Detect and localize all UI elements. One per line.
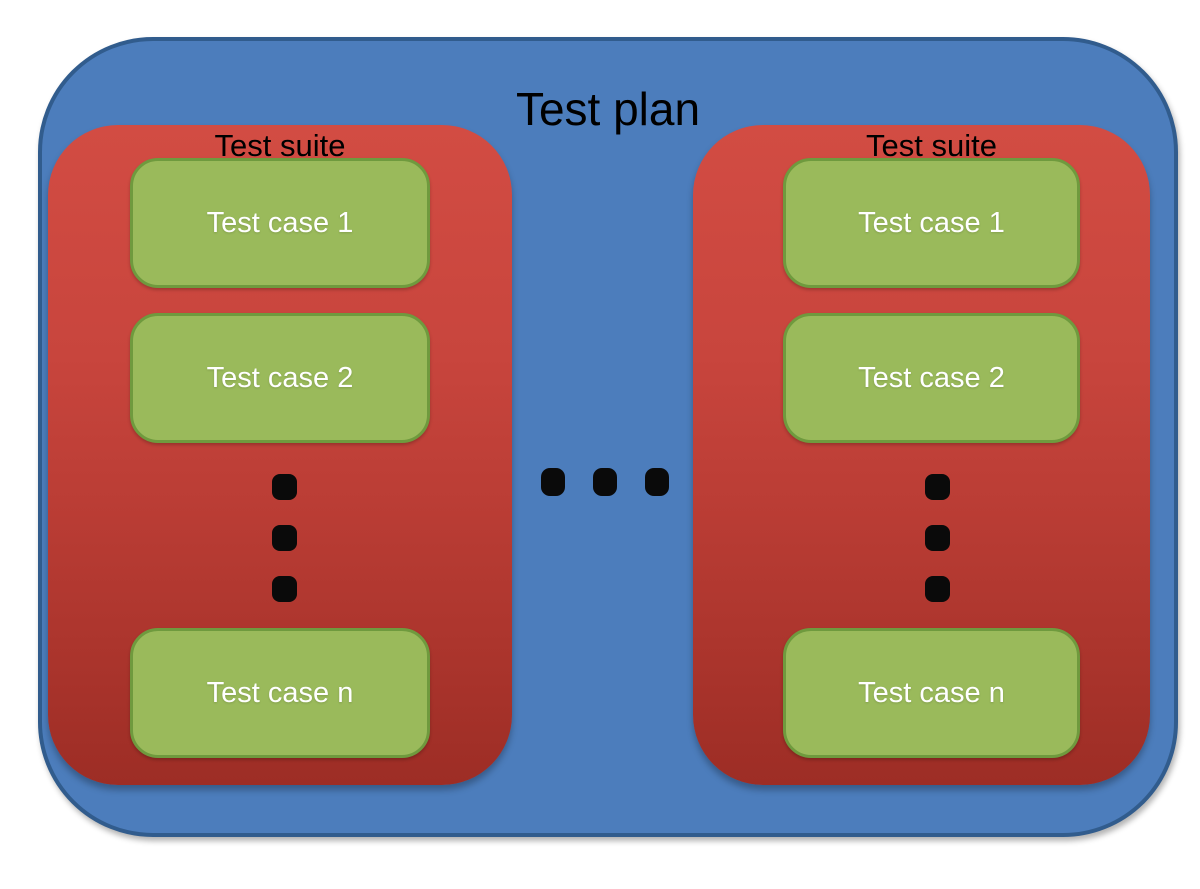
test-suite-right-label: Test suite xyxy=(866,128,997,163)
test-case-box: Test case 2 xyxy=(783,313,1080,443)
test-case-box: Test case 2 xyxy=(130,313,430,443)
vertical-ellipsis-icon xyxy=(272,474,297,602)
ellipsis-dot-icon xyxy=(272,474,297,500)
test-case-box: Test case n xyxy=(783,628,1080,758)
ellipsis-dot-icon xyxy=(925,474,950,500)
ellipsis-dot-icon xyxy=(272,576,297,602)
vertical-ellipsis-icon xyxy=(925,474,950,602)
test-suite-left: Test suite Test case 1 Test case 2 Test … xyxy=(48,125,512,785)
ellipsis-dot-icon xyxy=(645,468,669,496)
test-plan-container: Test plan Test suite Test case 1 Test ca… xyxy=(38,37,1178,837)
ellipsis-dot-icon xyxy=(925,576,950,602)
test-case-box: Test case 1 xyxy=(783,158,1080,288)
ellipsis-dot-icon xyxy=(925,525,950,551)
test-case-box: Test case n xyxy=(130,628,430,758)
test-suite-left-label: Test suite xyxy=(214,128,346,163)
ellipsis-dot-icon xyxy=(541,468,565,496)
test-suite-right: Test suite Test case 1 Test case 2 Test … xyxy=(693,125,1150,785)
ellipsis-dot-icon xyxy=(272,525,297,551)
test-plan-title: Test plan xyxy=(515,83,701,135)
horizontal-ellipsis-icon xyxy=(541,468,669,496)
ellipsis-dot-icon xyxy=(593,468,617,496)
test-case-box: Test case 1 xyxy=(130,158,430,288)
